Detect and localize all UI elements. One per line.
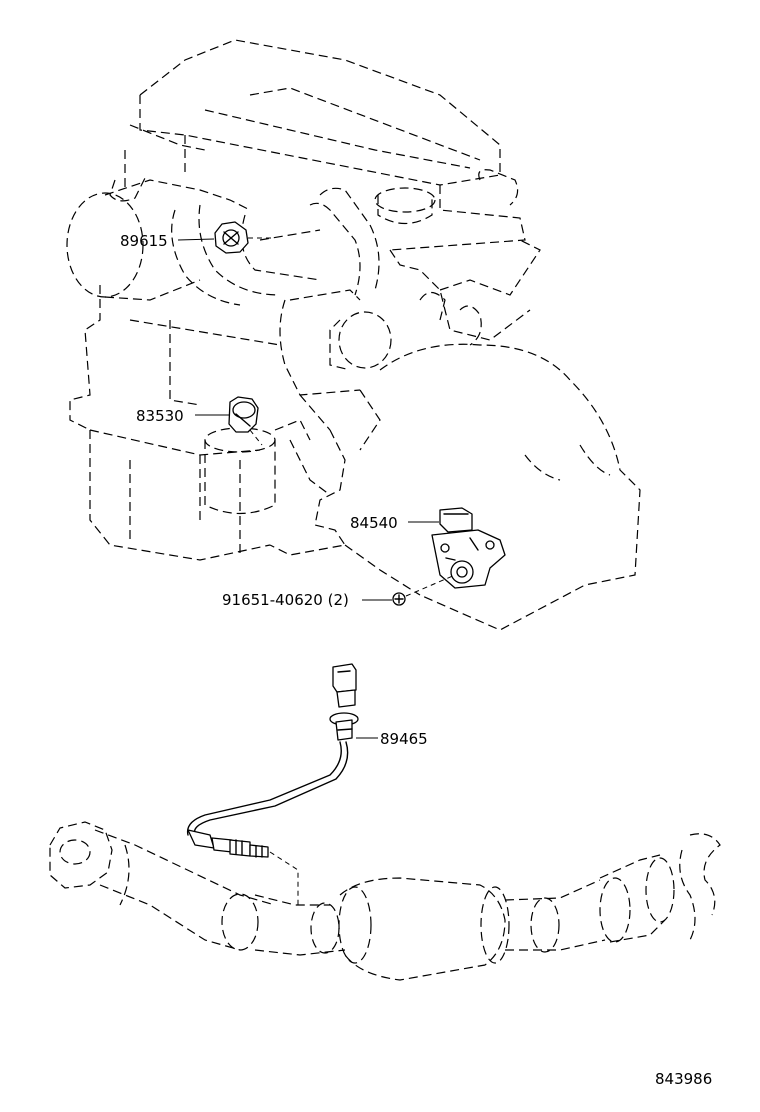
illustration-number: 843986 (655, 1070, 712, 1088)
leader-89615 (177, 238, 215, 241)
engine-assembly (66, 39, 641, 631)
cam-position-sensor-89615 (214, 221, 275, 254)
label-83530: 83530 (136, 407, 184, 425)
neutral-start-switch-84540 (431, 507, 506, 589)
label-91651-40620: 91651-40620 (2) (222, 591, 349, 609)
exhaust-pipe-phantom (49, 821, 721, 981)
oxygen-sensor-89465 (186, 663, 359, 905)
label-84540: 84540 (350, 514, 398, 532)
label-89615: 89615 (120, 232, 168, 250)
bolt-91651-40620 (392, 592, 406, 606)
label-89465: 89465 (380, 730, 428, 748)
oil-pressure-switch-83530 (228, 396, 263, 446)
bolt-phantom-line (405, 574, 456, 597)
